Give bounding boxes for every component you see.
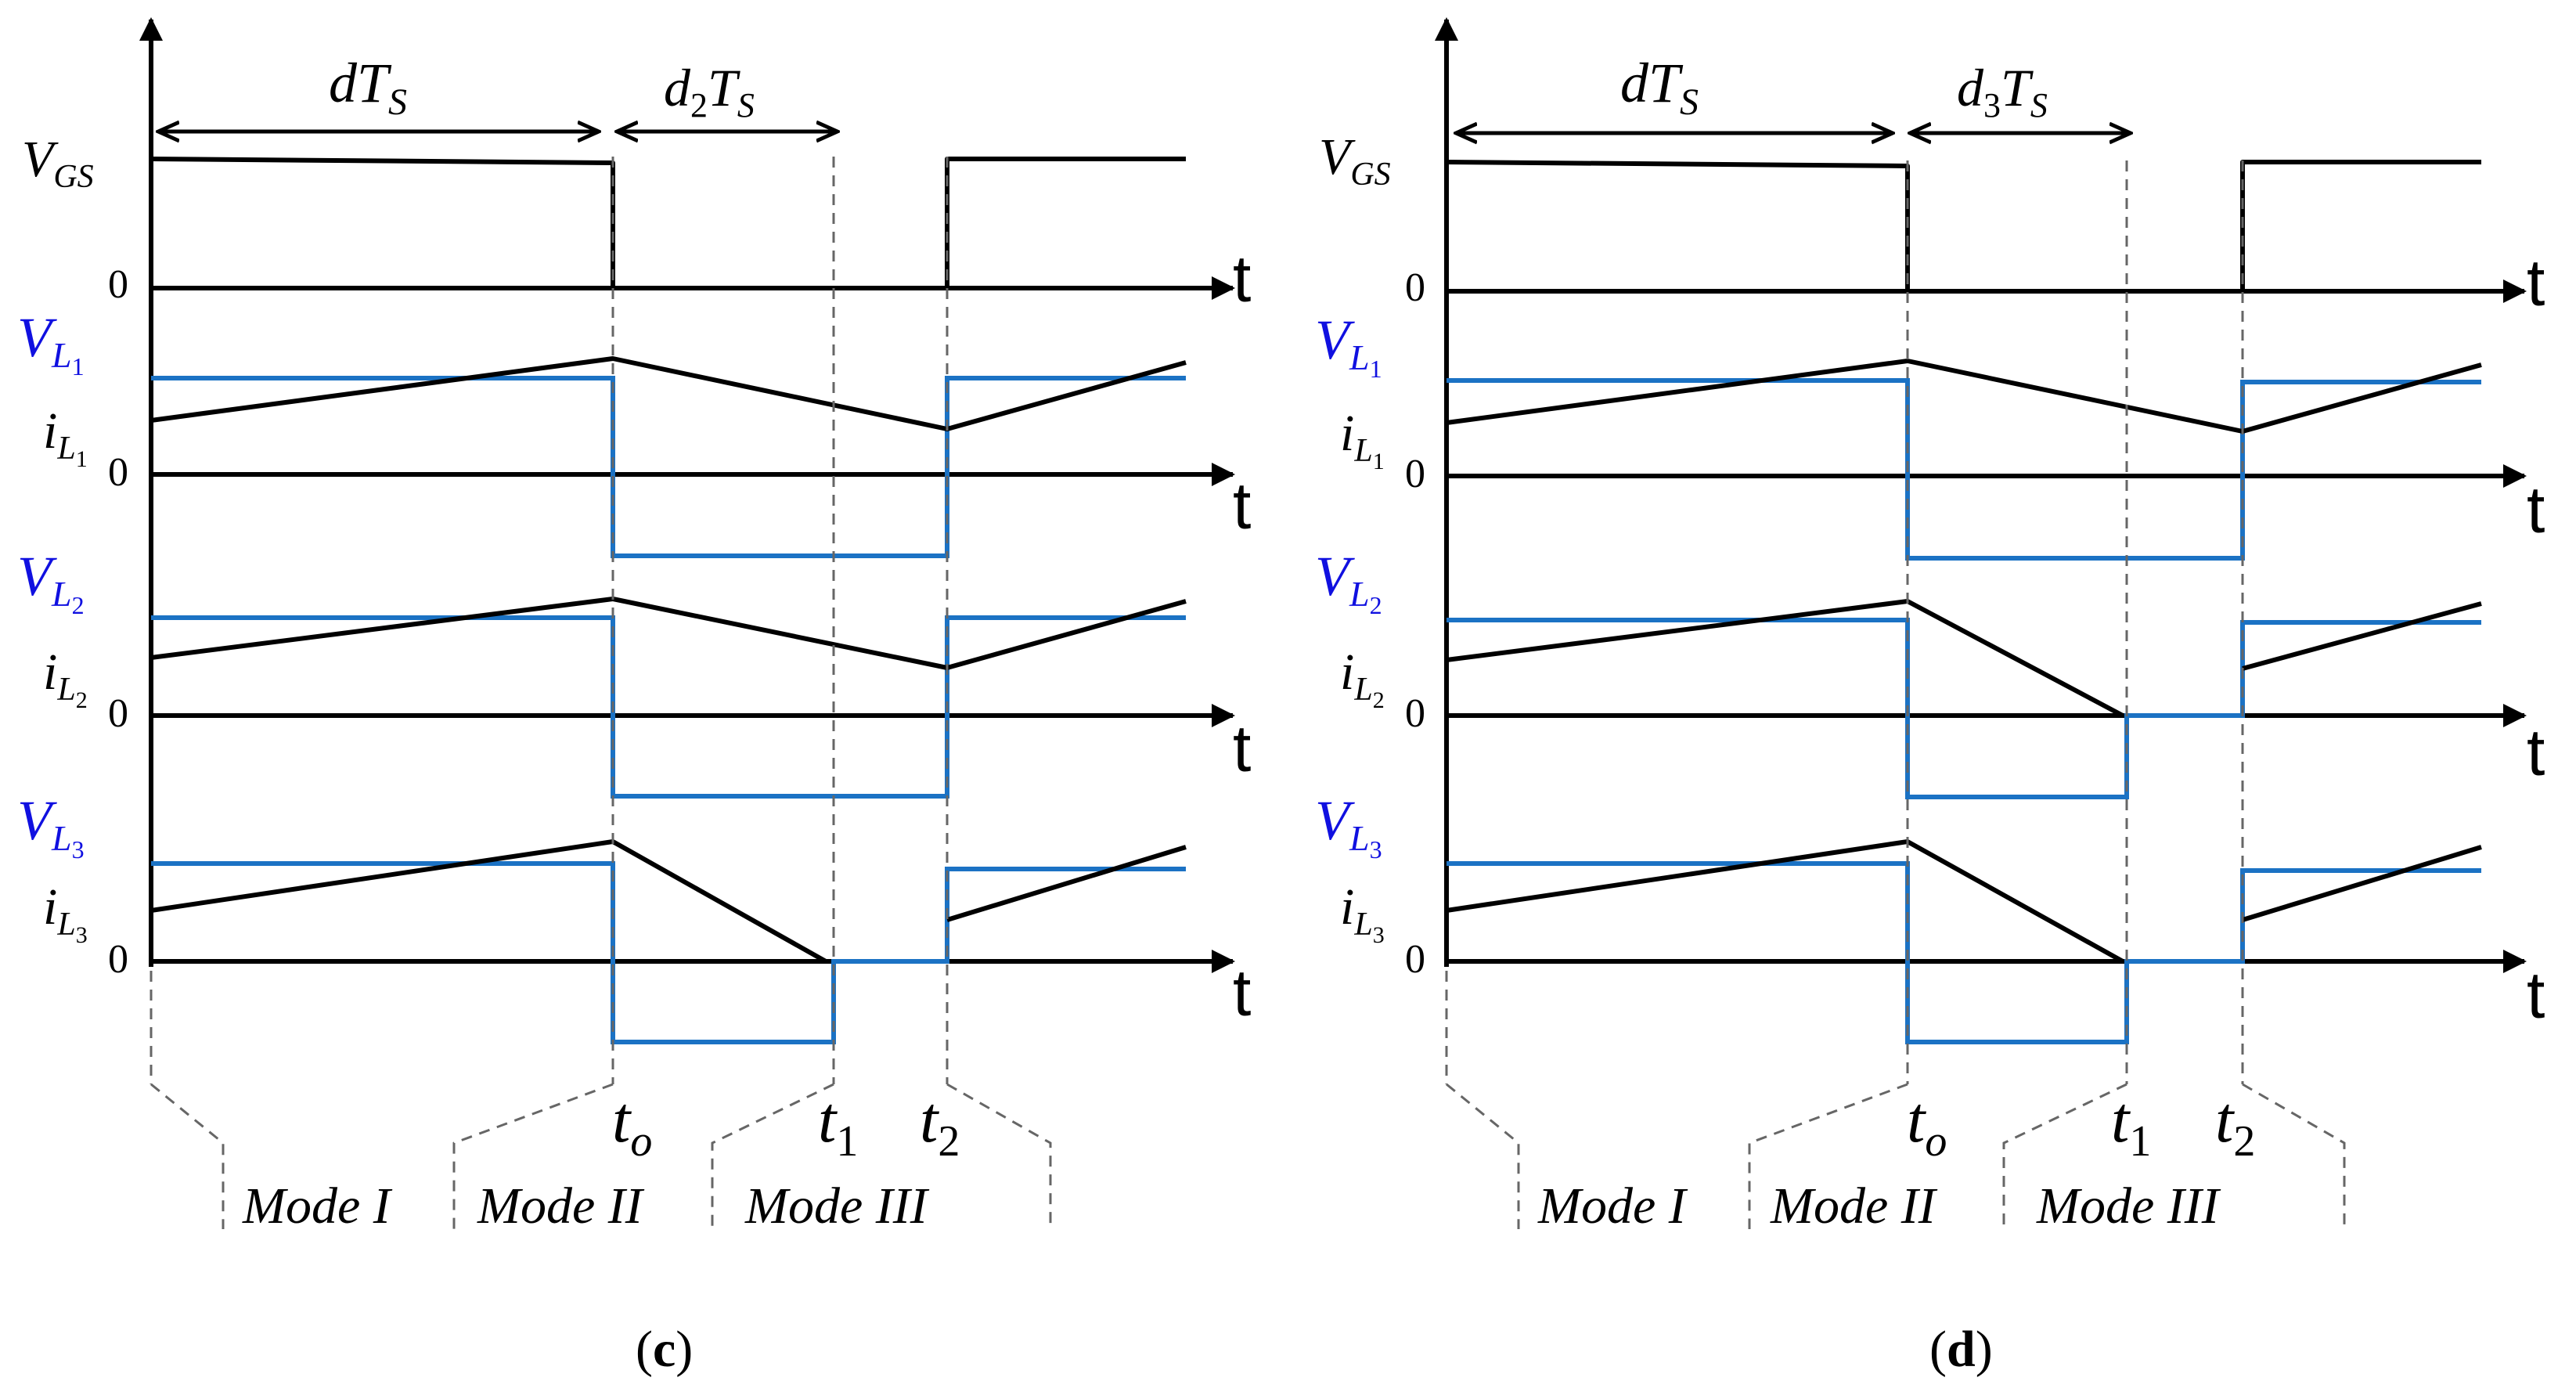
vgs-label: VGS (22, 131, 94, 195)
mode1-bracket (1446, 1083, 1520, 1229)
dts-label: dTS (1620, 52, 1699, 123)
mode3-bracket-right (2242, 1083, 2346, 1229)
il1-waveform (1446, 359, 2482, 434)
panel-d: dTS d3TS VGS 0 0 0 0 t t t t VL1 iL1 VL2… (1315, 17, 2545, 1378)
mode1-label: Mode I (1537, 1177, 1688, 1235)
caption-c: (c) (636, 1321, 693, 1378)
panel-c: dTS d2TS VGS 0 0 0 0 t t t t VL1 iL1 VL2… (17, 17, 1251, 1378)
mode1-label: Mode I (242, 1177, 393, 1235)
vl1-waveform (151, 376, 1186, 558)
t-label-l1: t (2527, 473, 2545, 546)
il3-waveform (1446, 839, 2124, 964)
il2-waveform-rise (2242, 601, 2482, 671)
zero-label-l1: 0 (108, 450, 128, 495)
caption-d: (d) (1929, 1321, 1993, 1378)
t-label-l2: t (2527, 716, 2545, 789)
mode1-bracket-right (452, 1083, 614, 1229)
t1-label: t1 (818, 1084, 858, 1166)
il1-label: iL1 (1340, 405, 1385, 474)
zero-label-l2: 0 (1405, 691, 1425, 736)
t1-label: t1 (2111, 1084, 2151, 1166)
il3-label: iL3 (1340, 878, 1385, 948)
vl1-waveform (1447, 378, 2481, 561)
dts-label: dTS (329, 52, 407, 123)
t-label-l3: t (2527, 958, 2545, 1032)
zero-label-l3: 0 (1405, 937, 1425, 982)
mode3-bracket-left (2002, 1083, 2127, 1229)
il3-waveform (150, 839, 827, 964)
vl3-label: VL3 (1315, 789, 1382, 864)
t-label-l2: t (1233, 712, 1251, 785)
vl2-label: VL2 (1315, 545, 1382, 619)
il2-waveform (150, 597, 1187, 670)
mode1-bracket-right (1748, 1083, 1908, 1229)
vgs-waveform (1446, 160, 2481, 294)
il3-waveform-rise (2242, 845, 2482, 922)
vl1-label: VL1 (17, 306, 85, 380)
d3ts-label: d3TS (1957, 58, 2048, 124)
zero-label-l1: 0 (1405, 452, 1425, 496)
t0-label: to (612, 1084, 652, 1166)
vl2-label: VL2 (17, 545, 85, 619)
t0-label: to (1907, 1084, 1947, 1166)
vl2-waveform (151, 615, 1186, 799)
t-label-vgs: t (2527, 246, 2545, 319)
vl1-label: VL1 (1315, 308, 1382, 383)
mode3-bracket-right (946, 1083, 1052, 1229)
il2-label: iL2 (1340, 644, 1385, 713)
mode3-bracket-left (711, 1083, 834, 1229)
zero-label-vgs: 0 (108, 262, 128, 307)
zero-label-l3: 0 (108, 937, 128, 982)
t-label-l3: t (1233, 956, 1251, 1029)
il1-waveform (150, 356, 1187, 431)
t2-label: t2 (2215, 1084, 2255, 1166)
mode3-label: Mode III (744, 1177, 930, 1235)
mode1-bracket (150, 1083, 225, 1229)
mode3-label: Mode III (2036, 1177, 2221, 1235)
mode2-label: Mode II (1770, 1177, 1938, 1235)
vl3-waveform (1447, 861, 2481, 1044)
vl3-waveform (151, 861, 1186, 1044)
mode2-label: Mode II (477, 1177, 645, 1235)
il3-label: iL3 (43, 878, 88, 948)
t-label-l1: t (1233, 469, 1251, 543)
zero-label-l2: 0 (108, 691, 128, 736)
il1-label: iL1 (43, 402, 88, 472)
zero-label-vgs: 0 (1405, 265, 1425, 310)
t-label-vgs: t (1233, 242, 1251, 316)
vl3-label: VL3 (17, 789, 85, 864)
d2ts-label: d2TS (664, 58, 755, 124)
il3-waveform-rise (946, 845, 1187, 922)
t2-label: t2 (920, 1084, 960, 1166)
vgs-waveform (150, 157, 1186, 290)
vgs-label: VGS (1319, 128, 1391, 193)
il2-label: iL2 (43, 644, 88, 713)
